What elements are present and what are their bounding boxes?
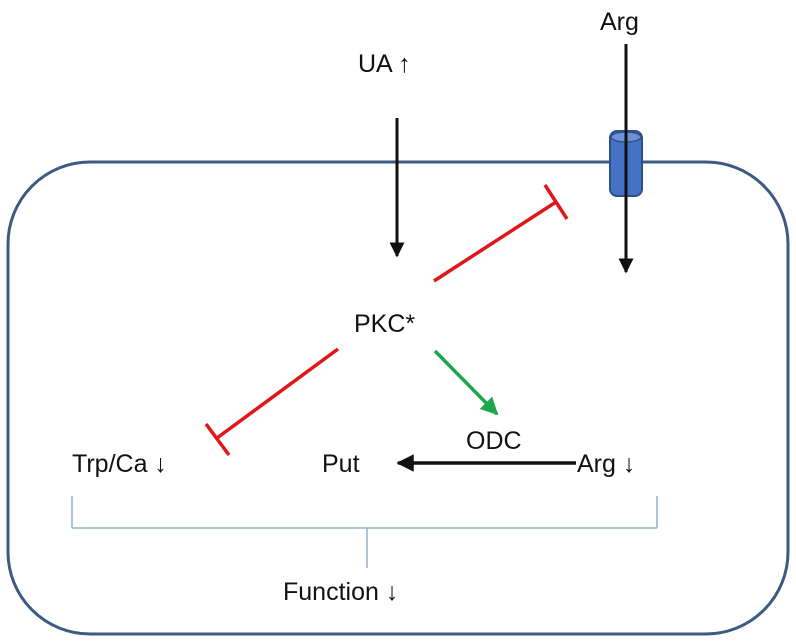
function-label: Function ↓	[283, 578, 398, 606]
pkc-inhibits-trp-ca	[204, 347, 340, 457]
pkc-label: PKC*	[354, 310, 415, 338]
arg-extracellular-label: Arg	[600, 8, 639, 36]
function-bracket	[71, 496, 658, 568]
trp-ca-label: Trp/Ca ↓	[72, 450, 167, 478]
put-label: Put	[322, 450, 360, 478]
pkc-stimulates-odc-arrow	[433, 349, 499, 416]
odc-label: ODC	[466, 427, 522, 455]
ua-label: UA ↑	[358, 50, 411, 78]
pkc-inhibits-transport	[433, 184, 569, 283]
arg-intracellular-label: Arg ↓	[577, 450, 635, 478]
